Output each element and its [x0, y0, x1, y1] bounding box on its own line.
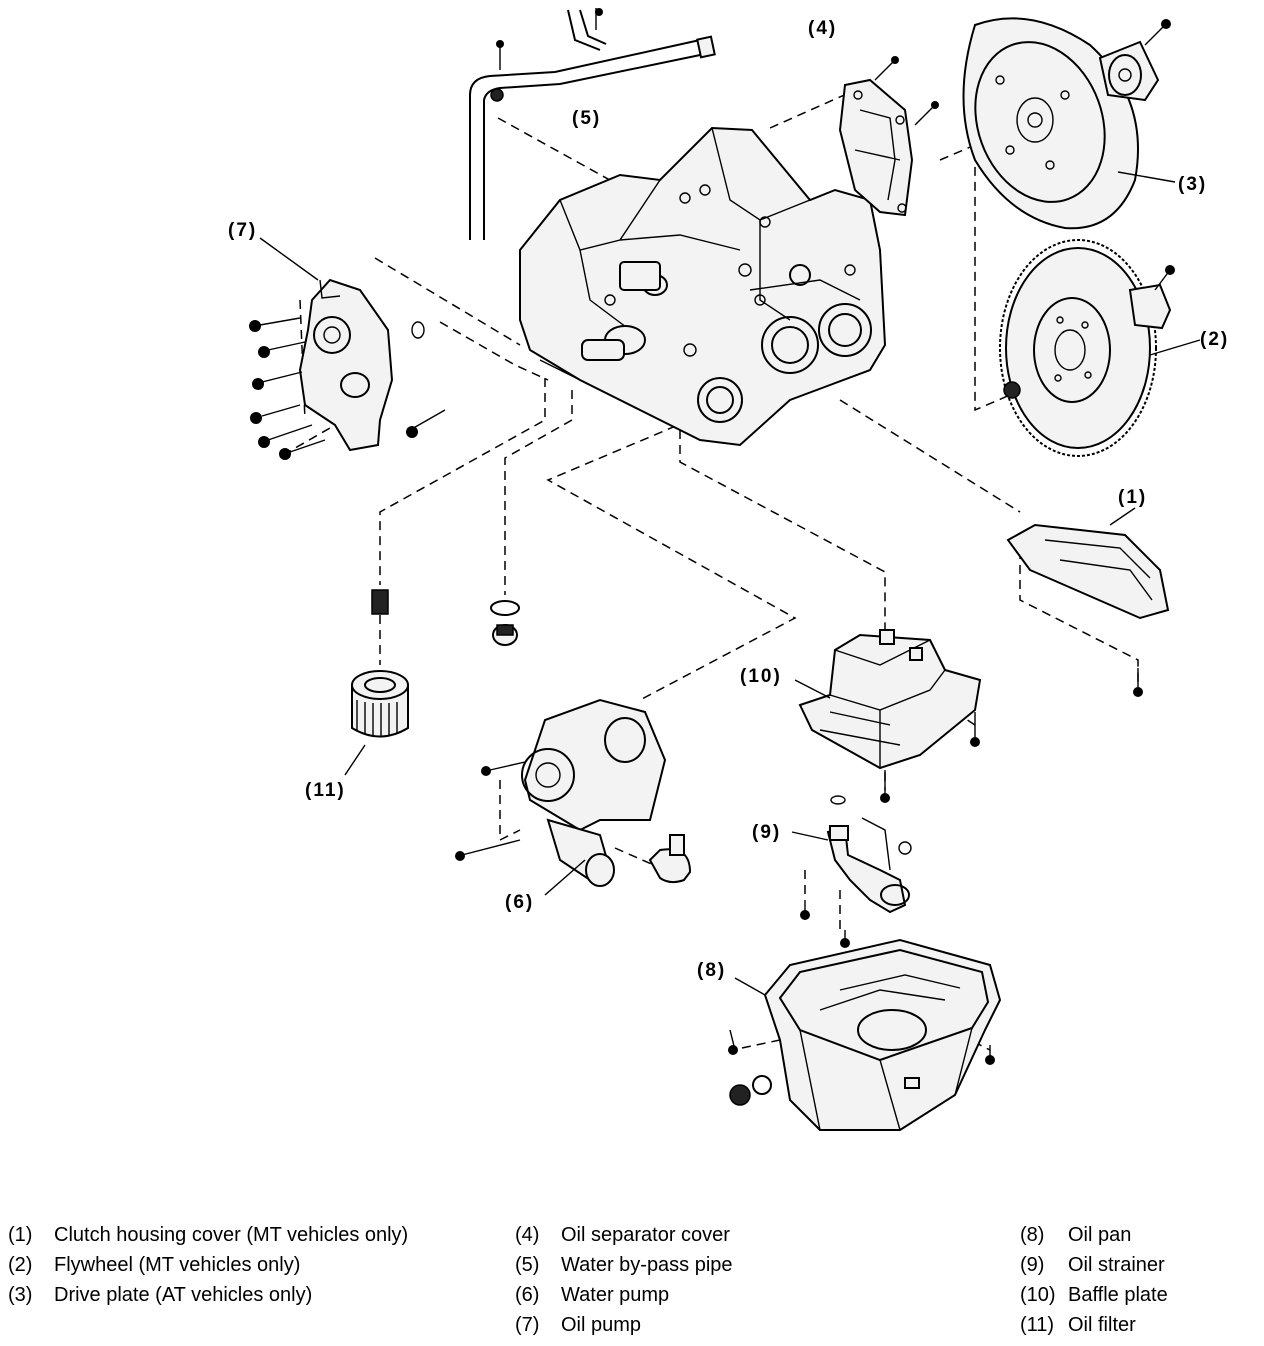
legend-item: (2) Flywheel (MT vehicles only) [8, 1250, 478, 1280]
flywheel [999, 239, 1201, 457]
callout-11: (11) [305, 780, 346, 801]
callout-8: (8) [697, 960, 726, 981]
legend-item: (7) Oil pump [515, 1310, 935, 1340]
legend-item: (5) Water by-pass pipe [515, 1250, 935, 1280]
legend-column-3: (8) Oil pan (9) Oil strainer (10) Baffle… [1020, 1220, 1260, 1340]
legend-number: (6) [515, 1284, 540, 1306]
callout-6: (6) [505, 892, 534, 913]
drive-plate [962, 17, 1176, 230]
oil-pan [728, 938, 1002, 1131]
legend-text: Flywheel (MT vehicles only) [54, 1254, 301, 1276]
clutch-housing-cover [1006, 507, 1170, 697]
legend-number: (2) [8, 1254, 33, 1276]
legend-text: Oil pump [561, 1314, 642, 1336]
callout-9: (9) [752, 822, 781, 843]
legend-number: (1) [8, 1224, 33, 1246]
legend-item: (8) Oil pan [1020, 1220, 1260, 1250]
legend-item: (11) Oil filter [1020, 1310, 1260, 1340]
drain-plug [490, 600, 520, 646]
legend-number: (7) [515, 1314, 540, 1336]
oil-separator-cover [838, 56, 939, 217]
callout-labels: (1) (2) (3) (4) (5) (6) (7) (8) (9) (10)… [228, 18, 1229, 981]
callout-3: (3) [1178, 174, 1207, 195]
callout-5: (5) [572, 108, 601, 129]
legend-text: Water by-pass pipe [561, 1254, 733, 1276]
legend-number: (10) [1020, 1284, 1056, 1306]
legend-item: (9) Oil strainer [1020, 1250, 1260, 1280]
legend-item: (3) Drive plate (AT vehicles only) [8, 1280, 478, 1310]
water-bypass-pipe [469, 8, 716, 240]
legend-text: Baffle plate [1068, 1284, 1168, 1306]
legend-number: (5) [515, 1254, 540, 1276]
oil-pump [249, 237, 446, 460]
legend-number: (8) [1020, 1224, 1045, 1246]
legend-text: Water pump [561, 1284, 670, 1306]
legend-text: Oil filter [1068, 1314, 1136, 1336]
water-pump [455, 698, 692, 896]
legend-column-1: (1) Clutch housing cover (MT vehicles on… [8, 1220, 478, 1310]
baffle-plate [794, 629, 982, 805]
legend-item: (10) Baffle plate [1020, 1280, 1260, 1310]
callout-10: (10) [740, 666, 782, 687]
legend-number: (4) [515, 1224, 540, 1246]
legend-text: Oil strainer [1068, 1254, 1165, 1276]
legend-text: Oil separator cover [561, 1224, 730, 1246]
legend-item: (1) Clutch housing cover (MT vehicles on… [8, 1220, 478, 1250]
legend-number: (3) [8, 1284, 33, 1306]
legend-item: (4) Oil separator cover [515, 1220, 935, 1250]
callout-7: (7) [228, 220, 257, 241]
legend-column-2: (4) Oil separator cover (5) Water by-pas… [515, 1220, 935, 1340]
callout-2: (2) [1200, 329, 1229, 350]
legend-number: (9) [1020, 1254, 1045, 1276]
legend-number: (11) [1020, 1314, 1055, 1336]
legend-item: (6) Water pump [515, 1280, 935, 1310]
legend-text: Clutch housing cover (MT vehicles only) [54, 1224, 409, 1246]
parts-legend: (1) Clutch housing cover (MT vehicles on… [0, 1220, 1264, 1346]
callout-1: (1) [1118, 487, 1147, 508]
legend-text: Oil pan [1068, 1224, 1132, 1246]
oil-filter [344, 589, 409, 776]
engine-block [519, 126, 887, 447]
oil-strainer [791, 817, 912, 948]
engine-exploded-diagram: (1) (2) (3) (4) (5) (6) (7) (8) (9) (10)… [228, 8, 1229, 1131]
legend-text: Drive plate (AT vehicles only) [54, 1284, 313, 1306]
callout-4: (4) [808, 18, 837, 39]
